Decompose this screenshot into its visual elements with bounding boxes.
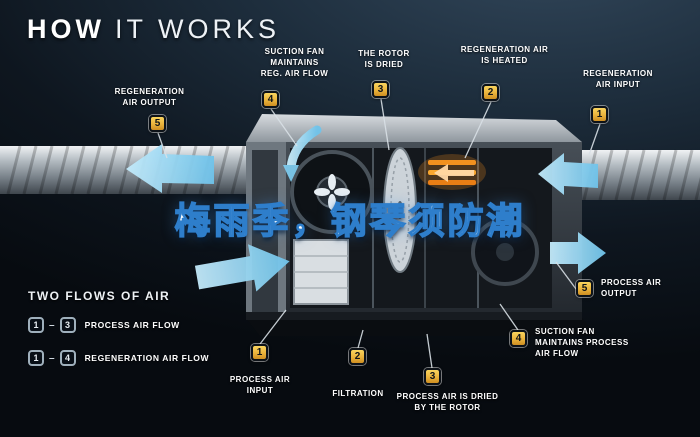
legend-label-regeneration-air-flow: REGENERATION AIR FLOW [84,353,210,363]
callout-label-filtration: FILTRATION [332,389,384,398]
legend-badge-regeneration-to: 4 [59,350,76,366]
legend-dash: – [49,319,55,331]
page-title: HOW IT WORKS [27,14,280,45]
callout-label-regeneration-air-output: REGENERATION AIR OUTPUT [114,87,185,108]
legend-row-regeneration: 1 – 4 REGENERATION AIR FLOW [28,350,209,366]
legend-dash: – [49,352,55,364]
rotor [383,147,417,273]
legend: TWO FLOWS OF AIR 1 – 3 PROCESS AIR FLOW … [28,289,209,383]
callout-label-regeneration-air-heated: REGENERATION AIR IS HEATED [460,45,549,66]
fan-icon [290,150,374,234]
watermark-text: 梅雨季，钢琴须防潮 [174,200,526,243]
title-light: IT WORKS [114,14,280,44]
callout-badge-process-air-input: 1 [251,344,268,361]
callout-label-regeneration-air-input: REGENERATION AIR INPUT [583,69,653,90]
legend-row-process: 1 – 3 PROCESS AIR FLOW [28,317,209,333]
callout-label-suction-fan-reg: SUCTION FAN MAINTAINS REG. AIR FLOW [260,47,329,79]
filter-box [293,239,349,305]
title-bold: HOW [27,14,105,44]
airflow-arrows [126,125,606,292]
callout-label-process-air-dried: PROCESS AIR IS DRIED BY THE ROTOR [396,392,499,413]
legend-badge-regeneration-from: 1 [28,350,44,366]
legend-label-process-air-flow: PROCESS AIR FLOW [84,320,180,330]
legend-badge-process-to: 3 [59,317,76,333]
callout-badge-regeneration-air-input: 1 [591,106,608,123]
process-fan-wheel [471,218,539,286]
callout-label-process-air-output: PROCESS AIR OUTPUT [601,278,662,299]
connector-lines [157,98,601,369]
callout-label-suction-fan-process: SUCTION FAN MAINTAINS PROCESS AIR FLOW [535,327,629,359]
callout-badge-process-air-output: 5 [576,280,593,297]
callout-badge-rotor-dried: 3 [372,81,389,98]
callout-badge-suction-fan-process: 4 [510,330,527,347]
callout-label-rotor-dried: THE ROTOR IS DRIED [358,49,410,70]
callout-badge-filtration: 2 [349,348,366,365]
legend-heading: TWO FLOWS OF AIR [28,289,171,303]
legend-badge-process-from: 1 [28,317,44,333]
callout-badge-regeneration-air-output: 5 [149,115,166,132]
callout-badge-suction-fan-reg: 4 [262,91,279,108]
callout-badge-regeneration-air-heated: 2 [482,84,499,101]
callout-label-process-air-input: PROCESS AIR INPUT [229,375,291,396]
callout-badge-process-air-dried: 3 [424,368,441,385]
